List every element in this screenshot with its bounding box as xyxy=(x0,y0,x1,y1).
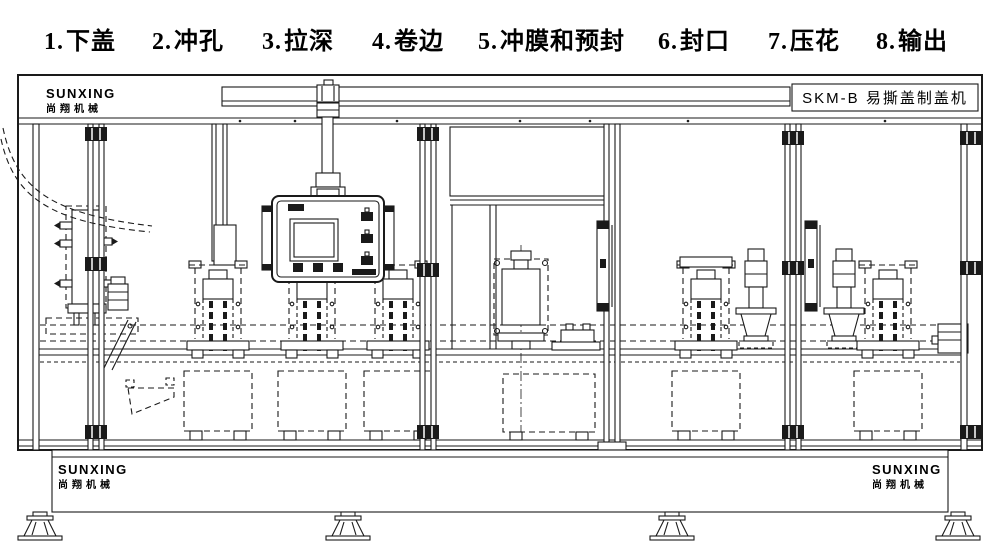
foot-1 xyxy=(17,511,63,541)
process-step-4: 4.卷边 xyxy=(372,26,444,55)
preseal-die-block xyxy=(551,323,601,351)
station-1-lid-feeder xyxy=(45,205,175,415)
process-step-6: 6.封口 xyxy=(658,26,730,55)
hmi-buttons xyxy=(293,263,343,272)
support-strut xyxy=(103,319,137,371)
foot-2 xyxy=(325,511,371,541)
process-step-2: 2.冲孔 xyxy=(152,26,224,55)
brand-latin: SUNXING xyxy=(58,462,128,477)
station-6-sealing xyxy=(671,248,777,441)
brand-logo-top-left: SUNXING 尚翔机械 xyxy=(46,86,116,115)
brand-chinese: 尚翔机械 xyxy=(46,102,102,115)
station-7-embossing xyxy=(823,248,865,349)
station-8-output xyxy=(853,259,969,441)
feeder-cylinder xyxy=(107,276,129,311)
foot-3 xyxy=(649,511,695,541)
leveling-feet xyxy=(17,511,981,541)
magazine-pins xyxy=(54,221,118,288)
station-2-punching xyxy=(183,123,253,441)
process-step-7: 7.压花 xyxy=(768,26,840,55)
model-title-box: SKM-B 易撕盖制盖机 xyxy=(791,83,979,112)
brand-logo-bottom-right: SUNXING 尚翔机械 xyxy=(872,462,942,491)
light-curtain-right xyxy=(804,220,821,312)
frame-screw-dots xyxy=(238,119,887,123)
top-beam xyxy=(221,79,791,197)
light-curtain-center xyxy=(596,220,613,312)
brand-chinese: 尚翔机械 xyxy=(58,478,114,491)
hmi-screen xyxy=(289,218,339,262)
panel-label-chip xyxy=(288,204,304,211)
hmi-knobs xyxy=(361,207,373,265)
hmi-panel xyxy=(261,188,395,283)
brand-chinese: 尚翔机械 xyxy=(872,478,928,491)
station-5-film-preseal xyxy=(493,245,601,441)
process-step-5: 5.冲膜和预封 xyxy=(478,26,625,55)
process-step-1: 1.下盖 xyxy=(44,26,116,55)
panel-brand-strip xyxy=(352,269,376,275)
process-step-8: 8.输出 xyxy=(876,26,948,55)
process-step-3: 3.拉深 xyxy=(262,26,334,55)
model-title: SKM-B 易撕盖制盖机 xyxy=(802,90,968,107)
brand-latin: SUNXING xyxy=(46,86,116,101)
foot-4 xyxy=(935,511,981,541)
station-3-drawing xyxy=(277,259,347,441)
right-door-post xyxy=(781,123,805,451)
sealing-head xyxy=(735,248,777,349)
mid-left-post xyxy=(416,123,440,451)
base-cabinet: SUNXING 尚翔机械 SUNXING 尚翔机械 xyxy=(51,449,949,513)
discharge-chute xyxy=(125,377,175,415)
brand-latin: SUNXING xyxy=(872,462,942,477)
brand-logo-bottom-left: SUNXING 尚翔机械 xyxy=(58,462,128,491)
cable-conduit xyxy=(0,127,153,233)
